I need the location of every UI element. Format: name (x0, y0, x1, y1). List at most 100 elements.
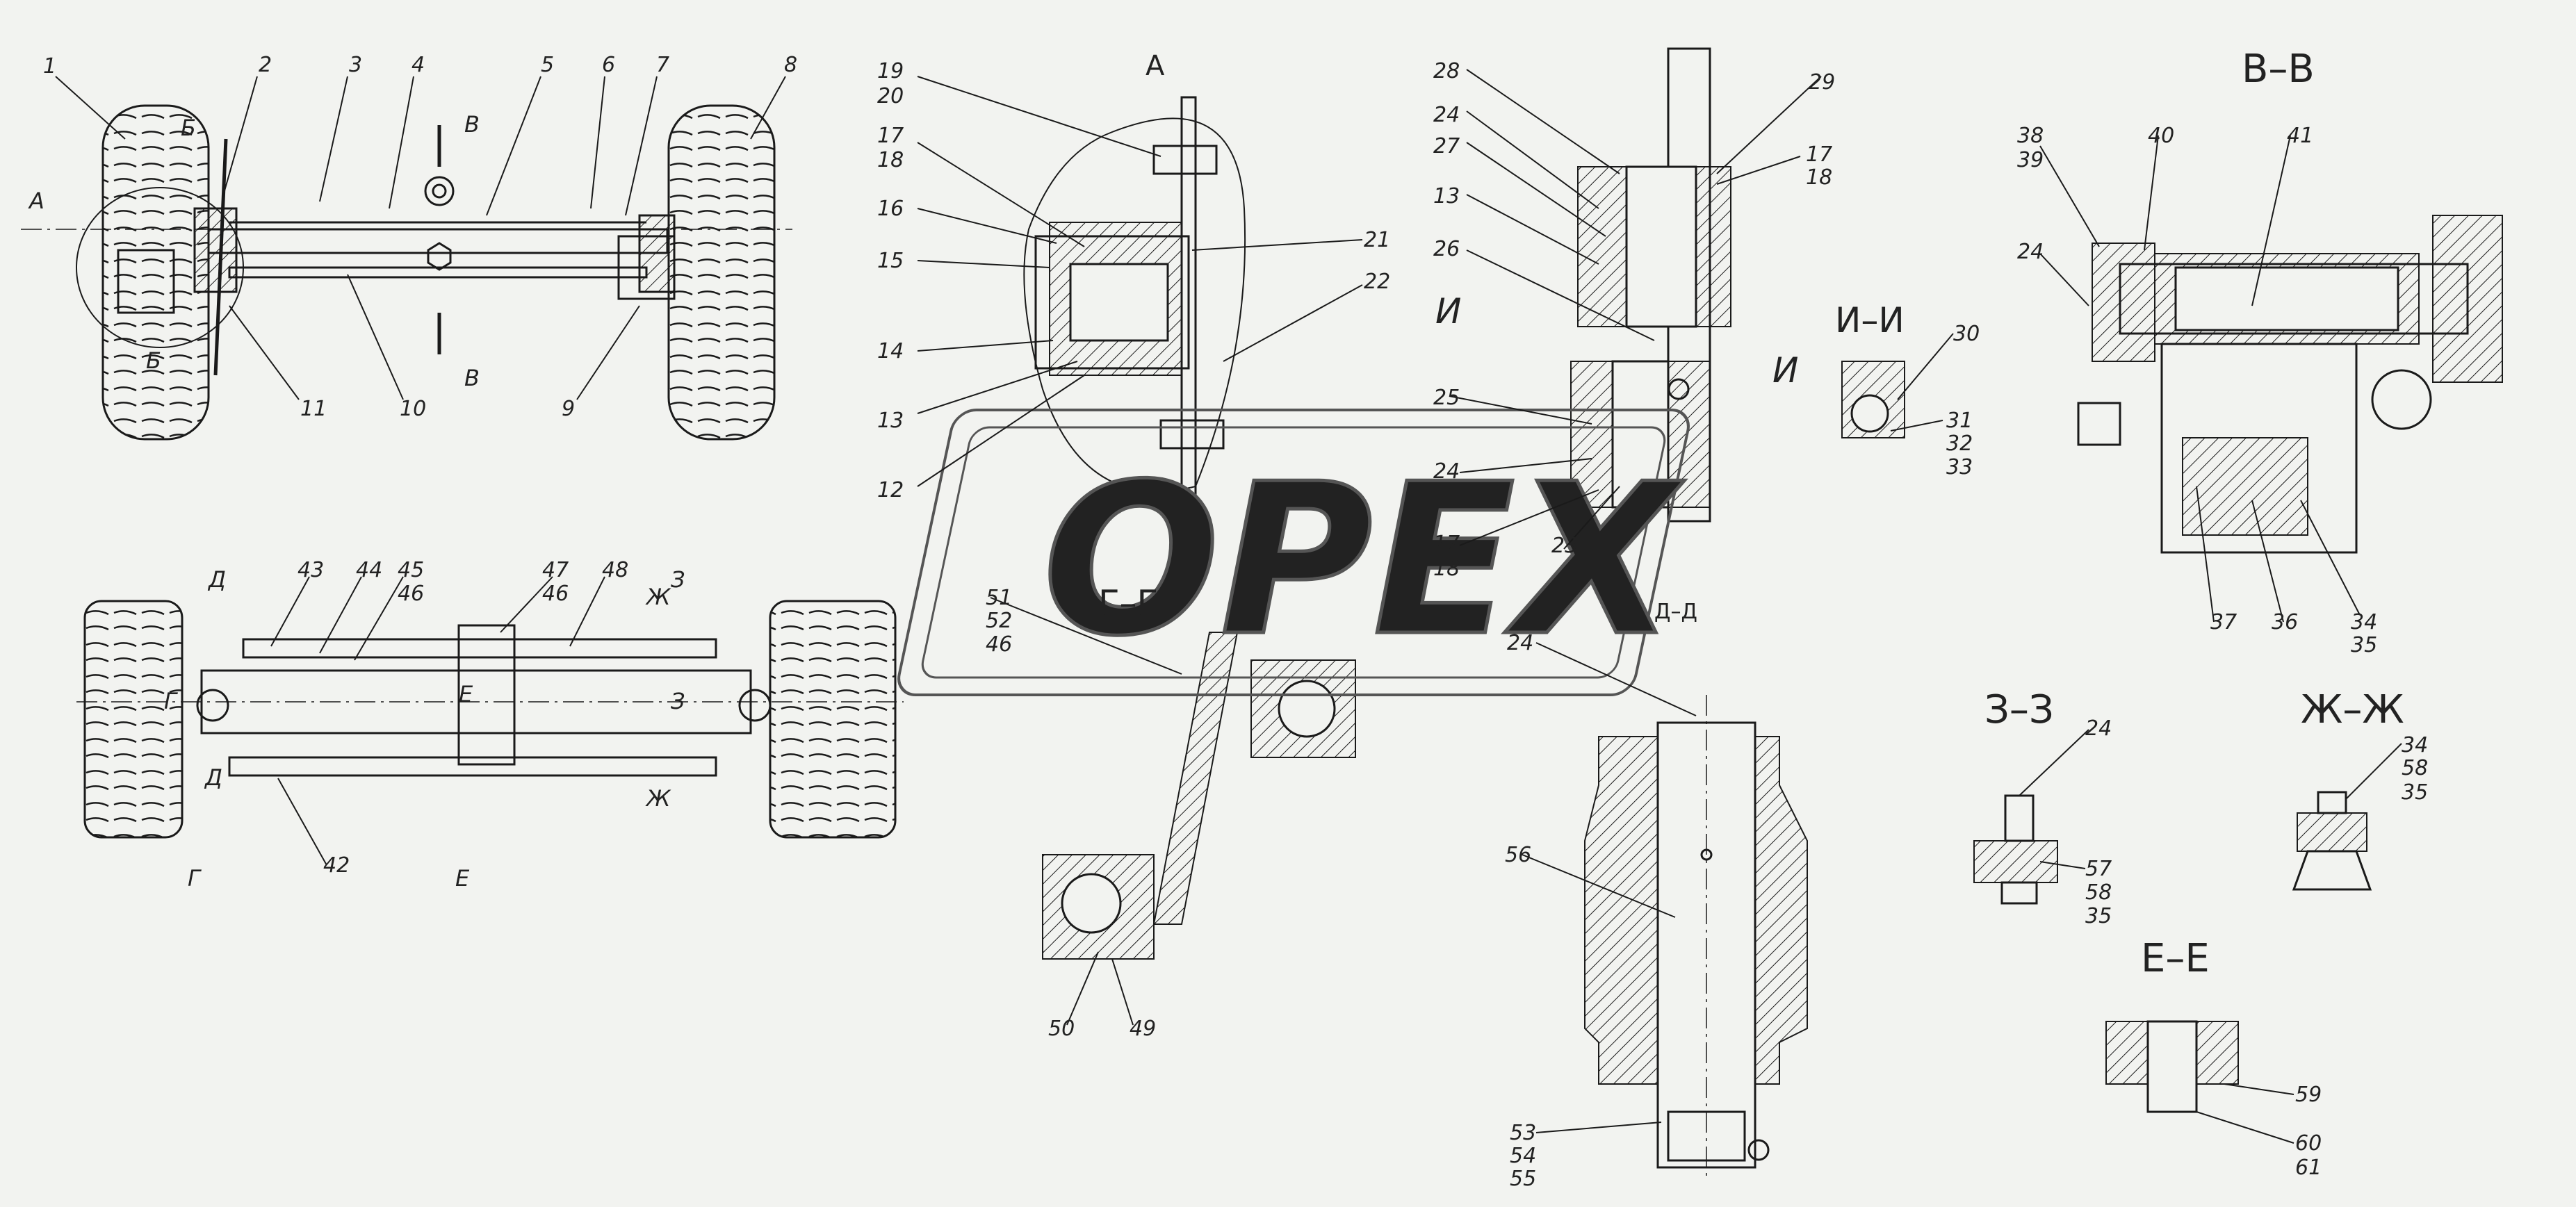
callout-32: 32 (1946, 432, 1973, 456)
callout-28: 28 (1433, 59, 1460, 83)
callout-17a: 17 (877, 124, 904, 148)
leader-25 (1449, 395, 1592, 425)
callout-24b: 24 (1433, 459, 1460, 484)
leader-26 (1466, 249, 1655, 341)
right-hub (638, 214, 676, 293)
leader-24b (1459, 458, 1592, 473)
leader-29 (1716, 76, 1822, 174)
leader-17c (1459, 489, 1599, 546)
cut-zh-bottom: Ж (645, 785, 671, 812)
cut-zh-top: Ж (645, 584, 671, 610)
leader-lines (55, 69, 2402, 1144)
section-ii (1841, 361, 1905, 438)
leader-5 (486, 76, 541, 216)
callout-48: 48 (602, 558, 628, 582)
left-knuckle (117, 249, 175, 314)
leader-8 (750, 76, 786, 140)
ii-bore (1850, 394, 1889, 433)
callout-43: 43 (297, 558, 324, 582)
callout-54: 54 (1510, 1144, 1536, 1168)
callout-46a: 46 (398, 582, 424, 606)
leader-24d (1535, 642, 1697, 716)
leader-36 (2251, 500, 2284, 623)
callout-34b: 34 (2402, 733, 2428, 757)
cut-b-bottom: Б (146, 347, 161, 374)
leader-56 (1522, 854, 1676, 918)
gg-upper-ball (1278, 680, 1336, 738)
leader-38 (2039, 145, 2100, 247)
leader-47 (500, 576, 553, 633)
callout-36: 36 (2272, 610, 2298, 634)
leader-13b (1466, 194, 1599, 265)
callout-30: 30 (1953, 322, 1980, 346)
section-dd-pin (1584, 695, 1808, 1181)
bolt-bottom (1159, 419, 1225, 450)
callout-24d: 24 (1507, 631, 1533, 655)
cut-z-mid: З (671, 688, 685, 714)
leader-57 (2039, 861, 2086, 869)
pivot-center-inner (432, 183, 447, 199)
title-ee: Е–Е (2141, 936, 2210, 981)
callout-5: 5 (541, 53, 554, 77)
section-gg (1042, 632, 1356, 960)
callout-10: 10 (400, 397, 426, 421)
callout-31: 31 (1946, 409, 1973, 433)
lower-housing-bore (1611, 360, 1670, 509)
cut-z-top: З (671, 566, 685, 593)
callout-13b: 13 (1433, 184, 1460, 208)
cut-g-bottom: Г (188, 865, 202, 892)
watermark-frame-inner (921, 426, 1666, 679)
leader-31 (1890, 420, 1943, 432)
callout-18c: 18 (1433, 557, 1460, 581)
upper-housing-bore (1625, 165, 1697, 328)
axle-beam (207, 228, 669, 254)
dd-pin-ring (1747, 1139, 1770, 1161)
callout-57: 57 (2085, 857, 2112, 881)
callout-53: 53 (1510, 1121, 1536, 1145)
leader-17b (1716, 156, 1801, 185)
callout-20: 20 (877, 84, 904, 108)
cut-e-bottom: Е (455, 865, 470, 892)
callout-9: 9 (562, 397, 575, 421)
leader-24e (2019, 729, 2089, 796)
left-hub (193, 207, 238, 293)
leader-51 (990, 597, 1182, 675)
watermark-logo: OPEX (897, 409, 1690, 696)
callout-16: 16 (877, 197, 904, 221)
leader-11 (229, 305, 300, 400)
leader-21 (1191, 239, 1363, 251)
bolt-top (1152, 145, 1218, 175)
callout-42: 42 (323, 853, 350, 878)
leader-17 (917, 142, 1085, 247)
callout-6: 6 (602, 53, 615, 77)
callout-61: 61 (2295, 1156, 2322, 1180)
callout-22: 22 (1364, 270, 1390, 294)
cut-a: А (28, 188, 44, 214)
bb-stub (2077, 402, 2121, 446)
leader-44 (319, 576, 362, 654)
section-zz (1973, 794, 2058, 905)
cut-d-top: Д (207, 566, 226, 593)
cut-e-mid: Е (459, 681, 473, 707)
callout-45: 45 (398, 558, 424, 582)
callout-8: 8 (784, 53, 797, 77)
title-bb: В–В (2242, 47, 2315, 92)
leader-15 (917, 260, 1050, 268)
bb-lower-block (2182, 437, 2308, 536)
callout-18b: 18 (1806, 165, 1832, 190)
leader-45 (354, 576, 404, 661)
shaft-dd-view (1570, 47, 1731, 523)
cut-b-top: Б (181, 115, 196, 141)
leader-12 (917, 375, 1085, 487)
callout-46c: 46 (986, 632, 1012, 657)
callout-1: 1 (43, 54, 56, 79)
leader-59 (2224, 1083, 2294, 1095)
callout-4: 4 (411, 53, 425, 77)
callout-60: 60 (2295, 1131, 2322, 1156)
callout-35b: 35 (2085, 904, 2112, 928)
bearing-seat (1069, 263, 1169, 342)
zz-stem (2000, 881, 2038, 905)
callout-15: 15 (877, 249, 904, 273)
